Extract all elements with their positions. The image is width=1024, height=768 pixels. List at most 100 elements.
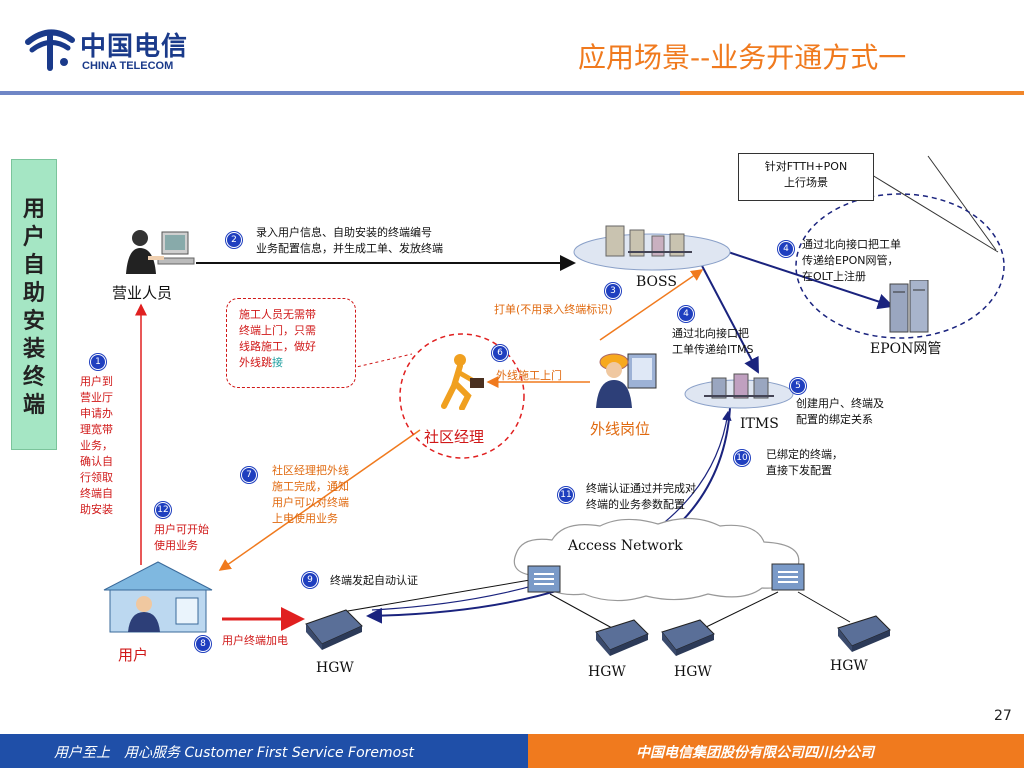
note-line: 线路施工，做好	[239, 340, 316, 353]
side-char: 端	[22, 393, 45, 418]
step-10-line: 直接下发配置	[766, 464, 832, 477]
epon-server-icon	[888, 279, 932, 336]
step-9-badge: 9	[302, 572, 318, 588]
ftth-callout-leader-2	[927, 155, 997, 251]
note-line: 外线跳接	[239, 355, 355, 371]
step-4-itms-line: 通过北向接口把	[672, 327, 749, 340]
itms-label: ITMS	[740, 416, 779, 432]
step-1-line: 行领取	[80, 471, 113, 484]
footer-bar: 用户至上 用心服务 Customer First Service Foremos…	[0, 734, 1024, 768]
step-1-line: 用户到	[80, 375, 113, 388]
ftth-callout-line: 上行场景	[784, 176, 828, 189]
step-12-text: 用户可开始 使用业务	[154, 522, 209, 554]
community-manager-icon	[432, 352, 492, 411]
ftth-callout-line: 针对FTTH+PON	[764, 160, 848, 173]
logo-cn: 中国电信	[80, 32, 189, 62]
step-7-line: 社区经理把外线	[272, 464, 349, 477]
arrow-field-to-boss	[599, 269, 704, 341]
hgw-device-label: HGW	[830, 658, 868, 674]
ftth-callout-leader	[871, 174, 999, 253]
step-4-epon-badge: 4	[778, 241, 794, 257]
step-1-line: 终端自	[80, 487, 113, 500]
community-dashed-boundary	[399, 333, 525, 459]
step-1-line: 申请办	[80, 407, 113, 420]
step-2-text: 录入用户信息、自助安装的终端编号 业务配置信息，并生成工单、发放终端	[256, 225, 443, 257]
access-network-cloud-icon	[508, 516, 808, 602]
boss-server-icon	[572, 222, 732, 272]
access-network-label: Access Network	[568, 538, 683, 554]
link-switch2-hgw2	[699, 591, 779, 631]
step-9-text: 终端发起自动认证	[330, 574, 418, 587]
link-switch2-hgw3	[797, 591, 851, 623]
community-label: 社区经理	[424, 428, 485, 446]
step-4-itms-text: 通过北向接口把 工单传递给ITMS	[672, 326, 753, 358]
step-11-line: 终端认证通过并完成对	[586, 482, 696, 495]
arrow-community-to-user	[218, 429, 421, 571]
ftth-pon-callout: 针对FTTH+PON 上行场景	[738, 153, 874, 201]
step-10-badge: 10	[734, 450, 750, 466]
arrow-boss-to-epon	[727, 251, 894, 310]
sales-person-icon	[118, 226, 198, 278]
step-10-text: 已绑定的终端， 直接下发配置	[766, 447, 843, 479]
footer-right-panel: 中国电信集团股份有限公司四川分公司	[528, 734, 1024, 768]
side-char: 用	[22, 197, 45, 222]
footer-company: 中国电信集团股份有限公司四川分公司	[636, 745, 874, 761]
hgw-device-label: HGW	[674, 664, 712, 680]
step-4-itms-badge: 4	[678, 306, 694, 322]
step-5-text: 创建用户、终端及 配置的绑定关系	[796, 396, 884, 428]
hgw-device-icon	[658, 614, 718, 658]
page-title: 应用场景--业务开通方式一	[578, 41, 907, 74]
footer-slogan: 用户至上 用心服务 Customer First Service Foremos…	[54, 745, 415, 761]
step-7-badge: 7	[241, 467, 257, 483]
step-5-badge: 5	[790, 378, 806, 394]
sales-label: 营业人员	[112, 284, 173, 302]
footer-left-panel: 用户至上 用心服务 Customer First Service Foremos…	[0, 734, 528, 768]
self-install-side-panel: 用 户 自 助 安 装 终 端	[11, 159, 57, 450]
logo-en: CHINA TELECOM	[82, 60, 174, 72]
note-line: 终端上门，只需	[239, 324, 316, 337]
step-11-line: 终端的业务参数配置	[586, 498, 685, 511]
epon-dashed-boundary	[795, 193, 1005, 339]
step-1-line: 业务，	[80, 439, 113, 452]
arrow-boss-to-itms	[699, 261, 759, 374]
hgw-device-icon	[592, 614, 652, 658]
epon-label: EPON网管	[870, 341, 942, 357]
user-label: 用户	[118, 646, 149, 664]
step-8-badge: 8	[195, 636, 211, 652]
itms-server-icon	[684, 368, 794, 410]
step-1-line: 营业厅	[80, 391, 113, 404]
step-8-text: 用户终端加电	[222, 634, 288, 647]
note-line: 施工人员无需带	[239, 308, 316, 321]
side-char: 终	[22, 365, 45, 390]
step-4-epon-line: 传递给EPON网管，	[802, 254, 899, 267]
step-6-badge: 6	[492, 345, 508, 361]
switch-icon	[770, 562, 806, 592]
step-1-line: 确认自	[80, 455, 113, 468]
hgw-main-label: HGW	[316, 660, 354, 676]
step-1-badge: 1	[90, 354, 106, 370]
step-6-text: 外线施工上门	[496, 369, 562, 382]
side-char: 安	[22, 309, 45, 334]
step-5-line: 配置的绑定关系	[796, 413, 873, 426]
page-number: 27	[994, 708, 1012, 724]
step-4-epon-line: 通过北向接口把工单	[802, 238, 901, 251]
step-4-epon-line: 在OLT上注册	[802, 270, 866, 283]
switch-icon	[526, 564, 562, 594]
hgw-main-icon	[300, 604, 366, 652]
step-7-line: 施工完成，通知	[272, 480, 349, 493]
side-char: 户	[22, 225, 45, 250]
step-3-badge: 3	[605, 283, 621, 299]
note-line-end: 接	[272, 356, 283, 369]
hgw-device-icon	[834, 610, 894, 654]
step-7-text: 社区经理把外线 施工完成，通知 用户可以对终端 上电使用业务	[272, 463, 349, 527]
step-1-text: 用户到 营业厅 申请办 理宽带 业务， 确认自 行领取 终端自 助安装	[80, 374, 113, 518]
field-note-bubble: 施工人员无需带 终端上门，只需 线路施工，做好 外线跳接	[226, 298, 356, 388]
step-11-badge: 11	[558, 487, 574, 503]
step-12-line: 使用业务	[154, 539, 198, 552]
side-char: 装	[22, 337, 45, 362]
side-char: 自	[22, 253, 45, 278]
side-char: 助	[22, 281, 45, 306]
field-worker-icon	[594, 350, 660, 410]
note-bubble-leader	[351, 353, 413, 369]
step-4-itms-line: 工单传递给ITMS	[672, 343, 754, 356]
